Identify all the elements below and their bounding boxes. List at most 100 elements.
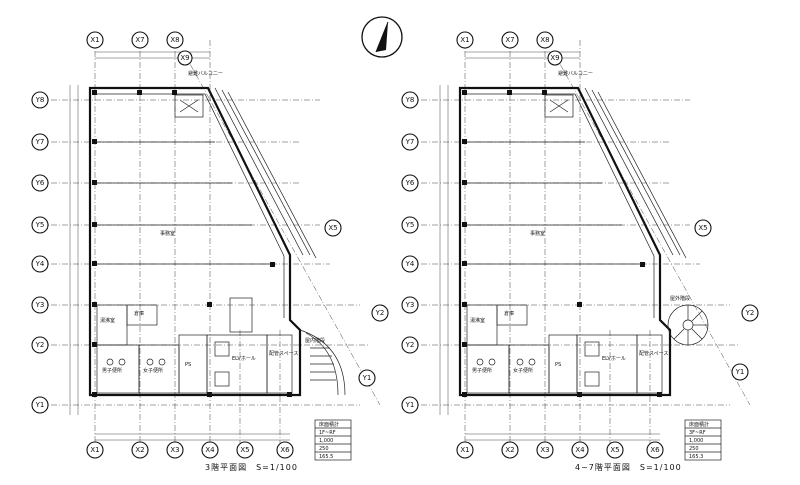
axis-bubble: X4 [571,441,589,459]
kitchen-label: 湯沸室 [100,317,115,324]
storage-label: 倉庫 [134,310,144,317]
svg-text:Y2: Y2 [375,309,385,317]
area-table-header: 床面積計 [319,421,339,428]
core-rooms: 湯沸室 倉庫 男子便所 女子便所 PS ELVホール 配管スペース [96,297,298,394]
svg-text:Y1: Y1 [405,401,415,409]
svg-text:Y8: Y8 [405,96,415,104]
plan-4-7f: 避難バルコニー 事務室 [401,31,759,472]
kitchen-label: 湯沸室 [470,317,485,324]
svg-text:Y5: Y5 [405,221,415,229]
structural-columns [92,90,292,397]
axis-bubble: Y7 [401,133,419,151]
north-arrow-icon [361,16,403,58]
area-table-row: 250 [689,446,699,452]
axis-bubble: Y2 [371,304,389,322]
svg-text:X1: X1 [90,36,99,44]
svg-text:X9: X9 [180,54,189,62]
axis-bubble: X6 [276,441,294,459]
axis-bubble: X6 [646,441,664,459]
svg-text:X4: X4 [205,446,215,454]
axis-bubble: Y2 [741,304,759,322]
axis-bubble: X8 [166,31,184,49]
axis-bubble: X1 [456,31,474,49]
area-table: 床面積計 1F~RF 1,000 250 165.5 [314,419,352,461]
svg-text:X7: X7 [505,36,514,44]
axis-bubble: Y2 [401,336,419,354]
plan-3f: 避難バルコニー 事務室 [31,31,389,472]
axis-bubble: Y5 [401,216,419,234]
svg-text:X5: X5 [610,446,619,454]
axis-bubble: Y6 [401,174,419,192]
axis-bubble: X2 [131,441,149,459]
svg-text:X5: X5 [240,446,249,454]
svg-text:X6: X6 [650,446,660,454]
area-table-row: 1,000 [319,438,333,444]
svg-text:Y4: Y4 [405,260,415,268]
axis-bubble: X5 [236,441,254,459]
office-label: 事務室 [530,230,545,237]
axis-bubble: Y8 [31,91,49,109]
axis-bubble: X9 [547,50,563,66]
core-rooms: 湯沸室 倉庫 男子便所 女子便所 PS ELVホール 配管スペース [466,304,668,394]
axis-bubbles: X1 X7 X8 X9 Y8 Y7 Y6 Y5 Y4 Y3 Y2 Y1 X1 X… [401,31,759,459]
axis-bubble: Y6 [31,174,49,192]
axis-bubble: Y7 [31,133,49,151]
svg-text:Y2: Y2 [745,309,755,317]
office-area: 事務室 [467,141,642,265]
stair-label: 屋外階段 [670,295,690,302]
elv-hall-label: ELVホール [602,356,626,362]
axis-bubble: X4 [201,441,219,459]
svg-text:Y1: Y1 [735,368,745,376]
ps-label: PS [555,362,561,368]
toilet-f-label: 女子便所 [513,367,533,374]
ps-label: PS [185,362,191,368]
svg-text:X1: X1 [460,36,469,44]
stair: 屋内階段 [299,329,346,396]
svg-text:Y6: Y6 [405,179,415,187]
axis-bubble: X3 [166,441,184,459]
svg-text:X5: X5 [698,224,707,232]
area-table-row: 1F~RF [319,430,336,436]
axis-bubble: Y1 [401,396,419,414]
balcony-label: 避難バルコニー [558,70,593,77]
svg-text:Y2: Y2 [405,341,415,349]
svg-text:Y6: Y6 [35,179,45,187]
plan-title: 4~7階平面図 S=1/100 [575,462,682,472]
svg-text:Y5: Y5 [35,221,45,229]
axis-bubble: Y2 [31,336,49,354]
area-table-row: 165.5 [319,454,333,460]
axis-bubble: Y5 [31,216,49,234]
dimension-lines [439,51,660,441]
area-table-row: 250 [319,446,329,452]
area-table-row: 3F~RF [689,430,706,436]
svg-text:X8: X8 [540,36,549,44]
svg-text:Y1: Y1 [35,401,45,409]
axis-bubble: X8 [536,31,554,49]
axis-bubble: Y1 [731,363,749,381]
area-table-header: 床面積計 [689,421,709,428]
svg-text:X2: X2 [135,446,144,454]
svg-text:X2: X2 [505,446,514,454]
svg-text:X1: X1 [90,446,99,454]
spiral-stair: 屋外階段 [667,295,709,346]
axis-bubble: X5 [694,219,712,237]
svg-text:X3: X3 [170,446,179,454]
axis-bubble: X5 [606,441,624,459]
svg-text:Y4: Y4 [35,260,45,268]
axis-bubble: Y1 [31,396,49,414]
svg-text:Y7: Y7 [35,138,45,146]
area-table-row: 165.3 [689,454,703,460]
svg-text:Y2: Y2 [35,341,45,349]
pipe-space-label: 配管スペース [639,350,668,357]
office-label: 事務室 [160,230,175,237]
svg-text:Y8: Y8 [35,96,45,104]
area-table: 床面積計 3F~RF 1,000 250 165.3 [684,419,722,461]
storage-label: 倉庫 [504,310,514,317]
area-table-row: 1,000 [689,438,703,444]
balcony-label: 避難バルコニー [188,70,223,77]
stair-label: 屋内階段 [305,337,325,344]
evacuation-balcony: 避難バルコニー [544,70,593,118]
axis-bubble: X9 [177,50,193,66]
office-area: 事務室 [97,141,272,265]
